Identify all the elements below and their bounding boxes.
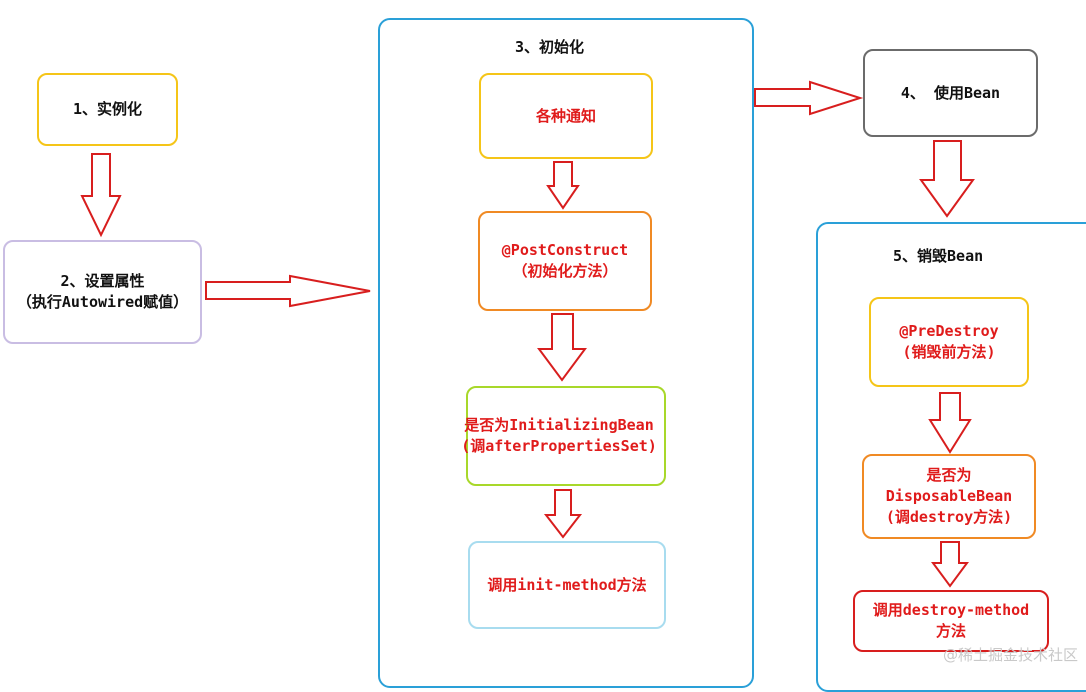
initializing-bean-line1: 是否为InitializingBean — [464, 416, 654, 434]
arrow-init-to-use — [754, 80, 864, 116]
initializing-bean-box: 是否为InitializingBean (调afterPropertiesSet… — [461, 386, 666, 486]
arrow-predestroy-to-disposable — [928, 392, 972, 454]
pre-destroy-line2: (销毁前方法) — [902, 343, 996, 361]
arrow-use-to-destroy — [919, 140, 975, 218]
init-method-label: 调用init-method方法 — [487, 575, 647, 594]
set-properties-line2: （执行Autowired赋值） — [16, 293, 189, 311]
init-method-box: 调用init-method方法 — [468, 541, 666, 629]
set-properties-line1: 2、设置属性 — [60, 272, 145, 290]
disposable-bean-line3: (调destroy方法) — [885, 508, 1013, 526]
disposable-bean-box: 是否为 DisposableBean (调destroy方法) — [862, 454, 1036, 539]
pre-destroy-line1: @PreDestroy — [899, 322, 999, 340]
initializing-bean-line2: (调afterPropertiesSet) — [461, 437, 657, 455]
disposable-bean-line1: 是否为 — [926, 466, 972, 484]
set-properties-box: 2、设置属性 （执行Autowired赋值） — [3, 240, 202, 344]
arrow-aware-to-postconstruct — [546, 161, 580, 210]
instantiation-box: 1、实例化 — [37, 73, 178, 146]
instantiation-label: 1、实例化 — [72, 100, 143, 118]
arrow-initializingbean-to-initmethod — [543, 489, 583, 539]
arrow-properties-to-init — [205, 274, 371, 308]
post-construct-box: @PostConstruct （初始化方法） — [478, 211, 652, 311]
aware-notifications-label: 各种通知 — [535, 106, 596, 125]
initialization-title: 3、初始化 — [515, 38, 585, 56]
use-bean-box: 4、 使用Bean — [863, 49, 1038, 137]
aware-notifications-box: 各种通知 — [479, 73, 653, 159]
post-construct-line2: （初始化方法） — [512, 262, 618, 280]
watermark: @稀土掘金技术社区 — [942, 646, 1078, 664]
use-bean-label: 4、 使用Bean — [900, 83, 1001, 102]
pre-destroy-box: @PreDestroy (销毁前方法) — [869, 297, 1029, 387]
disposable-bean-line2: DisposableBean — [885, 487, 1013, 505]
destroy-method-line2: 方法 — [935, 622, 966, 640]
destroy-method-box: 调用destroy-method 方法 — [853, 590, 1049, 652]
arrow-postconstruct-to-initializingbean — [537, 313, 587, 382]
arrow-disposable-to-destroymethod — [931, 541, 969, 588]
destroy-title: 5、销毁Bean — [893, 247, 984, 265]
arrows-layer — [80, 80, 975, 588]
destroy-method-line1: 调用destroy-method — [872, 601, 1030, 619]
arrow-instantiate-to-properties — [80, 153, 122, 238]
post-construct-line1: @PostConstruct — [501, 241, 629, 259]
